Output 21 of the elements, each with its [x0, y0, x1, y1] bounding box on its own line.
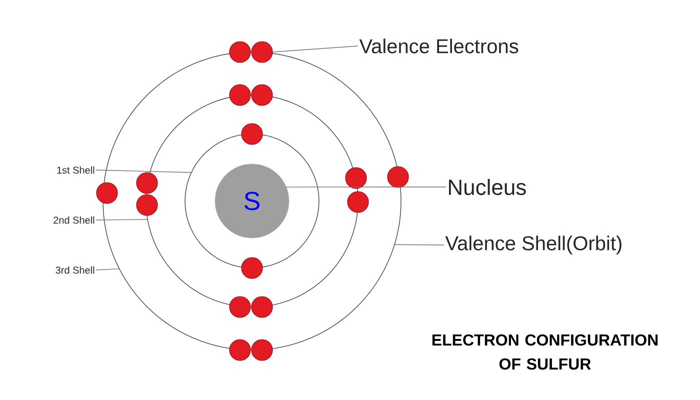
label: Valence Electrons [359, 38, 518, 54]
leader-line [394, 244, 444, 246]
label: 1st Shell [57, 166, 94, 174]
electron [96, 182, 118, 204]
electron [229, 339, 251, 361]
leader-line [286, 186, 446, 188]
shell-ring [102, 52, 402, 350]
label: 2nd Shell [54, 216, 94, 224]
label: Nucleus [449, 178, 526, 196]
shell-ring [146, 94, 358, 308]
leader-line [96, 219, 148, 220]
electron [251, 41, 273, 63]
label: 3rd Shell [56, 266, 94, 274]
label: Valence Shell(Orbit) [445, 236, 622, 254]
leader-line [96, 268, 120, 270]
shell-ring [184, 134, 320, 268]
electron [251, 339, 273, 361]
title: ELECTRON CONFIGURATION OF SULFUR [432, 334, 658, 370]
leader-line [272, 46, 358, 52]
electron [387, 166, 409, 188]
electron [229, 41, 251, 63]
